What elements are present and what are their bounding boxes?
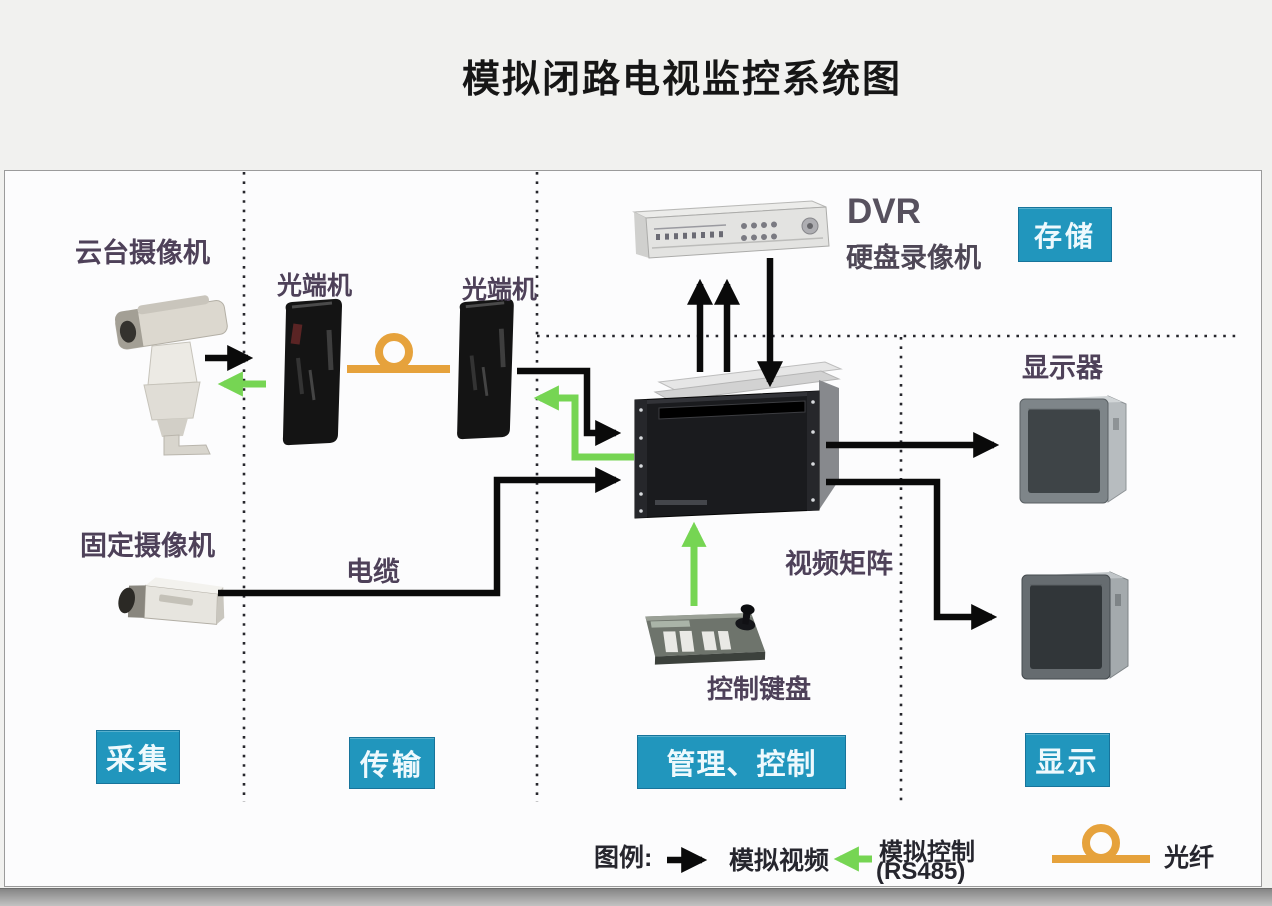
control-keyboard-label: 控制键盘 — [707, 674, 812, 704]
bottom-bar — [0, 888, 1272, 906]
ptz-camera-label: 云台摄像机 — [75, 238, 210, 268]
legend-analog-control-label: 模拟控制 — [879, 839, 975, 866]
zone-collection: 采集 — [96, 730, 180, 784]
page-title: 模拟闭路电视监控系统图 — [462, 59, 903, 101]
zone-display: 显示 — [1025, 733, 1110, 787]
dvr-subtitle-label: 硬盘录像机 — [846, 243, 981, 273]
dvr-name-label: DVR — [847, 192, 921, 231]
legend-fiber-label: 光纤 — [1164, 844, 1215, 872]
monitor-label: 显示器 — [1022, 353, 1103, 383]
video-matrix-label: 视频矩阵 — [785, 549, 893, 579]
legend-analog-video-label: 模拟视频 — [729, 847, 830, 875]
fixed-camera-label: 固定摄像机 — [80, 531, 215, 561]
zone-transmission: 传输 — [349, 737, 435, 789]
optical-transceiver-left-label: 光端机 — [277, 272, 353, 300]
optical-transceiver-right-label: 光端机 — [462, 276, 538, 304]
zone-storage: 存储 — [1018, 207, 1112, 262]
legend-heading: 图例: — [594, 844, 653, 872]
legend-analog-control-note: (RS485) — [876, 858, 966, 885]
cable-label: 电缆 — [346, 557, 400, 587]
zone-management-control: 管理、控制 — [637, 735, 846, 789]
